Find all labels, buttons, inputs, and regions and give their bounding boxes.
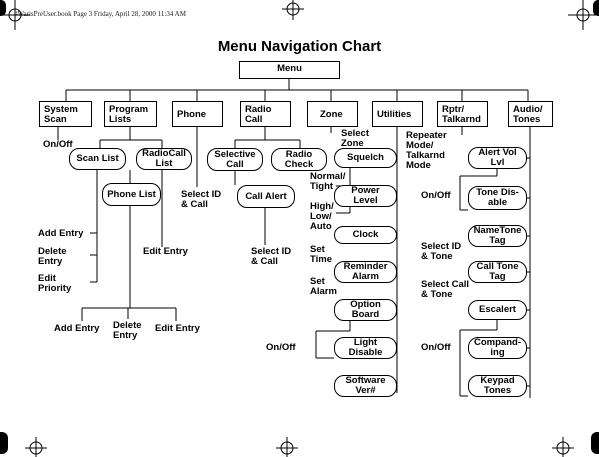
edit-entry-label: Edit Entry [143,246,188,257]
radiocall-list-node: RadioCall List [136,148,192,170]
menu-root-box: Menu [239,61,340,79]
menu-audio-tones: Audio/ Tones [508,101,553,127]
light-disable-node: Light Disable [334,337,397,359]
clock-node: Clock [334,226,397,244]
registration-mark-icon [552,437,574,457]
normal-tight-label: Normal/ Tight [310,171,346,192]
menu-phone: Phone [172,101,223,127]
menu-zone: Zone [307,101,358,127]
phone-select-id-call-label: Select ID & Call [181,189,222,210]
registration-mark-icon [0,0,30,30]
delete-entry-label: Delete Entry [38,246,67,267]
binder-hole-icon [591,432,599,454]
high-low-auto-label: High/ Low/ Auto [310,201,334,232]
selective-call-node: Selective Call [207,148,263,171]
software-ver-node: Software Ver# [334,375,397,397]
binder-hole-icon [0,432,8,454]
add-entry-label: Add Entry [38,228,84,239]
repeater-mode-label: Repeater Mode/ Talkarnd Mode [406,130,447,171]
set-time-label: Set Time [310,244,333,265]
select-id-tone-label: Select ID & Tone [421,241,462,262]
registration-mark-icon [282,0,304,20]
reminder-alarm-node: Reminder Alarm [334,261,397,283]
menu-utilities: Utilities [372,101,423,127]
set-alarm-label: Set Alarm [310,276,337,297]
file-header-line: #WarisPreUser.book Page 3 Friday, April … [14,10,186,18]
bottom-add-entry-label: Add Entry [54,323,100,334]
registration-mark-icon [568,0,598,30]
menu-radio-call: Radio Call [240,101,291,127]
escalert-node: Escalert [468,300,527,320]
binder-hole-icon [0,0,6,16]
binder-hole-icon [593,0,599,16]
select-zone-label: Select Zone [341,128,369,149]
chart-title: Menu Navigation Chart [217,38,382,55]
light-on-off-label: On/Off [266,342,296,353]
power-level-node: Power Level [334,185,397,207]
registration-mark-icon [276,437,298,457]
radio-select-id-call-label: Select ID & Call [251,246,292,267]
option-board-node: Option Board [334,299,397,321]
call-tone-tag-node: Call Tone Tag [468,261,527,283]
edit-priority-label: Edit Priority [38,273,72,294]
call-alert-node: Call Alert [237,185,295,208]
scan-list-node: Scan List [69,148,126,170]
name-tone-tag-node: NameTone Tag [468,225,527,247]
squelch-node: Squelch [334,148,397,168]
tone-disable-node: Tone Dis- able [468,186,527,210]
bottom-delete-entry-label: Delete Entry [113,320,142,341]
menu-rptr-talkarnd: Rptr/ Talkarnd [437,101,488,127]
registration-mark-icon [25,437,47,457]
system-scan-on-off-label: On/Off [43,139,73,150]
companding-on-off-label: On/Off [421,342,451,353]
bottom-edit-entry-label: Edit Entry [155,323,200,334]
alert-vol-node: Alert Vol Lvl [468,147,527,169]
keypad-tones-node: Keypad Tones [468,375,527,397]
radio-check-node: Radio Check [271,148,327,171]
menu-program-lists: Program Lists [104,101,157,127]
companding-node: Compand- ing [468,337,527,359]
phone-list-node: Phone List [102,183,161,206]
tone-on-off-label: On/Off [421,190,451,201]
menu-system-scan: System Scan [39,101,92,127]
select-call-tone-label: Select Call & Tone [421,279,470,300]
